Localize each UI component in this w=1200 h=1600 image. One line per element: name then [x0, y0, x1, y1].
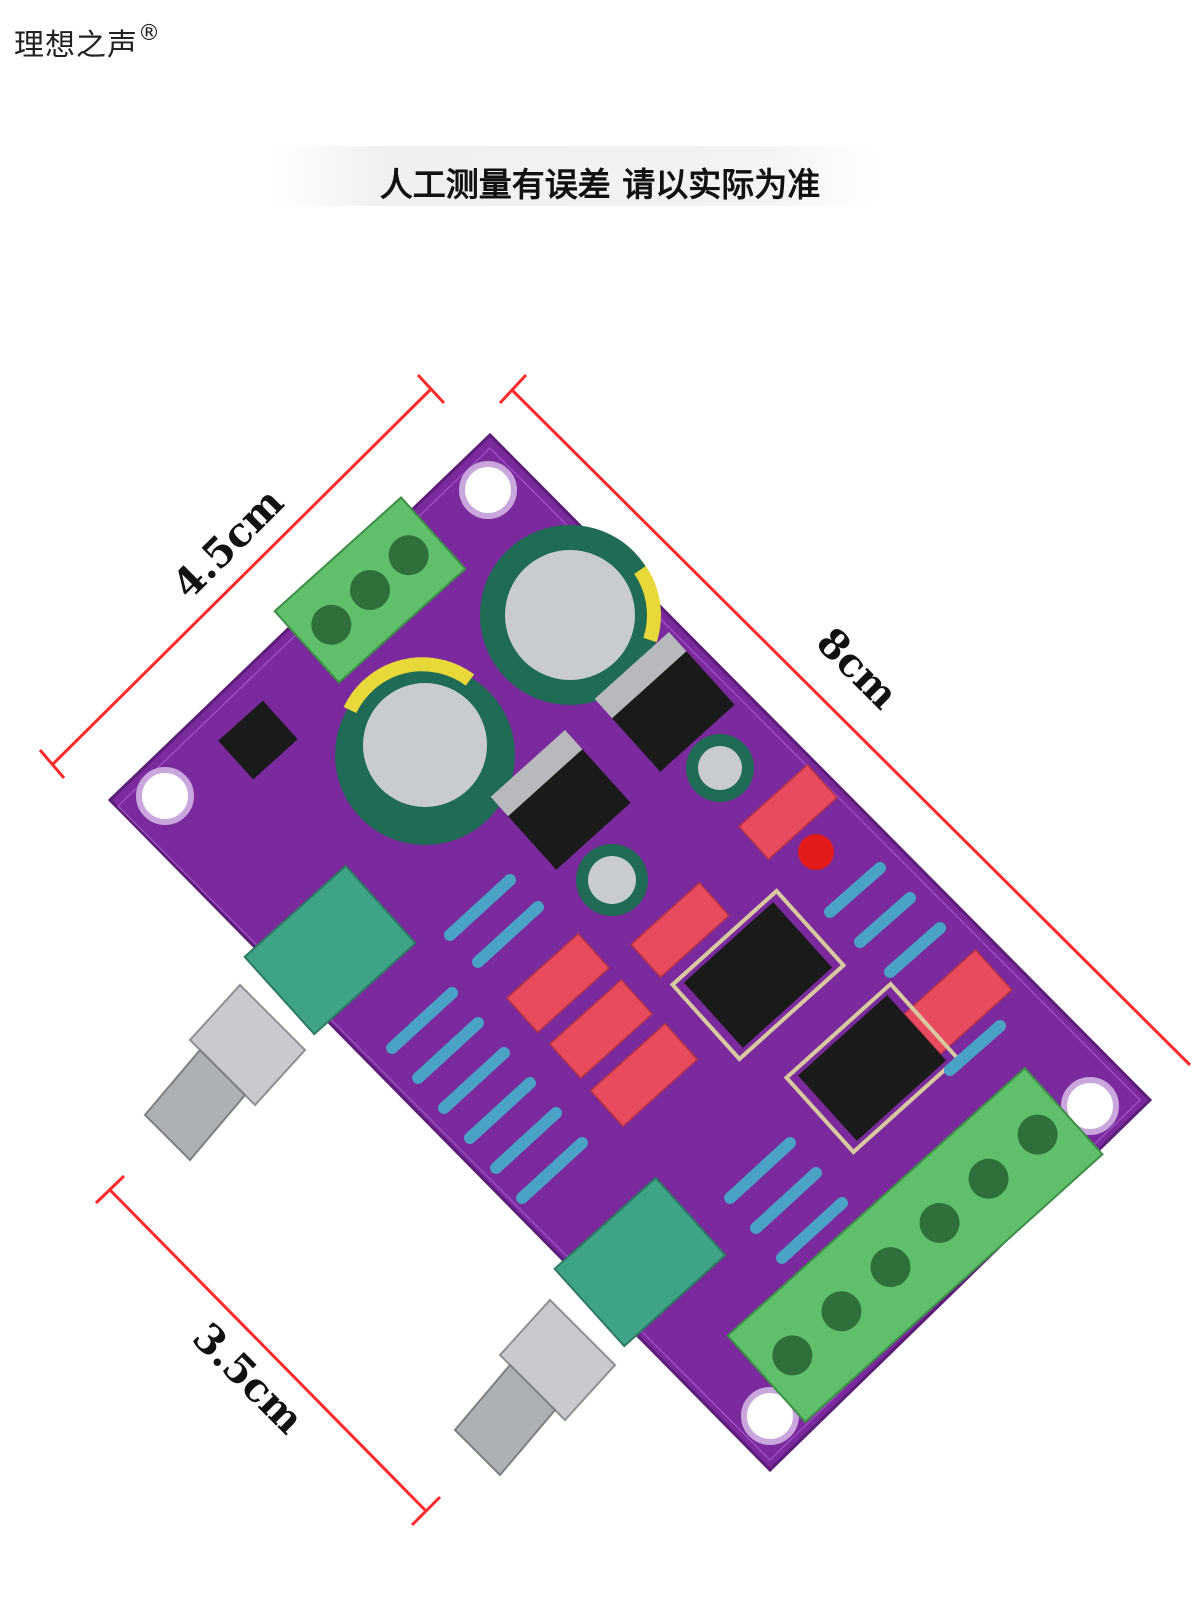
capacitor-small-2 — [576, 844, 648, 916]
power-terminal-block — [273, 496, 467, 684]
notice-backdrop — [270, 146, 880, 206]
resistors — [386, 862, 1006, 1264]
opamp-ic-2 — [783, 981, 961, 1155]
registered-mark: ® — [138, 21, 161, 46]
power-led — [798, 834, 834, 870]
capacitor-large-1 — [480, 525, 661, 705]
voltage-regulator-1 — [594, 631, 735, 772]
potentiometer-2 — [453, 1176, 727, 1477]
brand-logo: 理想之声® — [14, 20, 161, 64]
bridge-rectifier — [218, 700, 298, 780]
capacitor-large-2 — [335, 657, 515, 845]
dimension-line-long — [498, 373, 1192, 1067]
opamp-ic-1 — [669, 888, 847, 1062]
capacitor-small-1 — [686, 734, 754, 802]
signal-terminal-block — [726, 1066, 1104, 1424]
film-capacitors — [505, 763, 1013, 1128]
dimension-line-bottom — [94, 1174, 442, 1527]
measurement-notice: 人工测量有误差 请以实际为准 — [379, 165, 821, 204]
brand-name: 理想之声 — [14, 28, 138, 63]
dimension-line-left — [38, 373, 446, 779]
potentiometer-1 — [143, 864, 417, 1162]
voltage-regulator-2 — [490, 729, 631, 870]
